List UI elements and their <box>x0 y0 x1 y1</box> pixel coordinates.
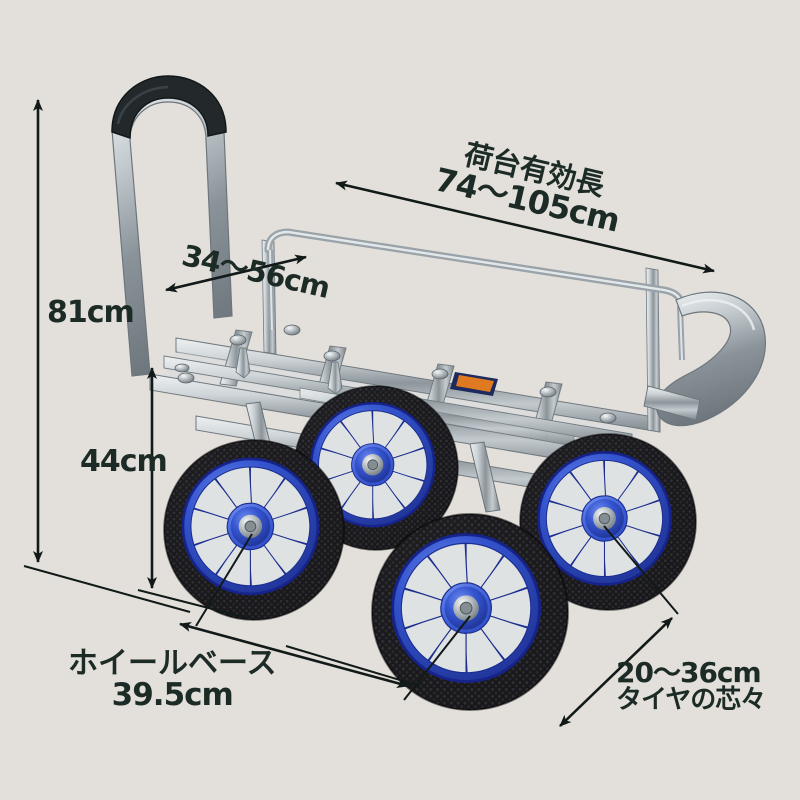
label-wheelbase-title: ホイールベース <box>68 646 277 681</box>
dimension-lines <box>33 99 715 727</box>
dim-line-bed-width <box>165 254 307 293</box>
dim-line-wheelbase <box>179 622 409 688</box>
dim-line-bed-length <box>335 180 715 274</box>
left-handle-loop <box>111 75 233 377</box>
label-tire-track: 20〜36cm タイヤの芯々 <box>616 656 766 716</box>
dimension-extension-lines <box>23 525 679 701</box>
label-total-height: 81cm <box>47 295 135 330</box>
label-deck-height: 44cm <box>80 444 168 479</box>
label-deck-height-value: 44cm <box>80 444 168 479</box>
label-wheelbase-value: 39.5cm <box>111 677 234 714</box>
bed-guard-rail <box>264 228 686 361</box>
label-wheelbase: ホイールベース 39.5cm <box>68 646 277 714</box>
frame-hardware <box>174 324 617 424</box>
bed-stops <box>235 347 343 395</box>
label-tire-track-value: 20〜36cm <box>616 656 762 689</box>
dim-line-tire-track <box>559 617 673 727</box>
right-handle-loop <box>643 291 766 427</box>
label-total-height-value: 81cm <box>47 295 135 330</box>
label-tire-track-note: タイヤの芯々 <box>616 685 766 716</box>
wheel-front-left <box>162 438 346 622</box>
frame-sticker <box>450 372 498 396</box>
